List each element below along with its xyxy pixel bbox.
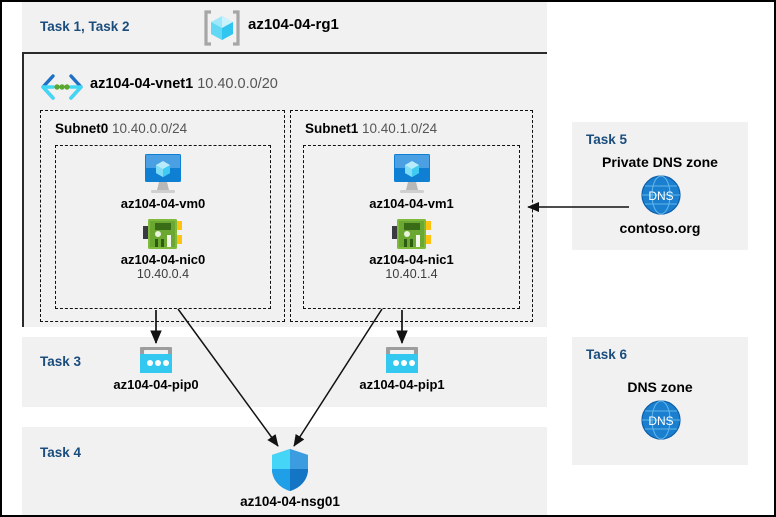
private-dns-zone-title: Private DNS zone <box>602 154 718 170</box>
virtual-network-title: az104-04-vnet1 10.40.0.0/20 <box>90 76 278 92</box>
network-interface-icon <box>391 219 431 249</box>
task6-panel: Task 6 DNS zone DNS <box>572 337 748 465</box>
subnet-0-cidr: 10.40.0.0/24 <box>112 121 188 136</box>
svg-text:DNS: DNS <box>648 189 673 203</box>
public-ip-node-1: az104-04-pip1 <box>342 345 462 392</box>
nsg-label: az104-04-nsg01 <box>240 494 340 509</box>
nic-0-label: az104-04-nic0 <box>120 252 206 267</box>
vm-node-1: az104-04-vm1 <box>304 152 519 211</box>
task-label-5: Task 5 <box>586 132 628 147</box>
subnet-1-title: Subnet1 10.40.1.0/24 <box>305 121 437 136</box>
nic-1-ip: 10.40.1.4 <box>385 267 438 281</box>
subnet-0-resources: az104-04-vm0 az104-04-nic0 10.40.0.4 <box>55 145 271 309</box>
subnet-1: Subnet1 10.40.1.0/24 az104-04-vm1 <box>290 110 533 322</box>
network-security-group-shield-icon <box>272 449 308 491</box>
network-interface-icon <box>143 219 182 249</box>
private-dns-zone-name: contoso.org <box>619 220 701 236</box>
task3-band: Task 3 <box>22 337 547 407</box>
svg-text:DNS: DNS <box>648 414 673 428</box>
pip-0-label: az104-04-pip0 <box>113 377 199 392</box>
resource-group-band: Task 1, Task 2 <box>22 2 547 52</box>
nic-node-1: az104-04-nic1 10.40.1.4 <box>304 216 519 282</box>
subnet-0-title: Subnet0 10.40.0.0/24 <box>55 121 187 136</box>
vm-1-label: az104-04-vm1 <box>369 196 454 211</box>
nic-1-label: az104-04-nic1 <box>369 252 454 267</box>
subnet-1-name: Subnet1 <box>305 121 359 136</box>
task-label-6: Task 6 <box>586 347 628 362</box>
public-ip-address-icon <box>386 347 418 373</box>
public-ip-node-0: az104-04-pip0 <box>96 345 216 392</box>
task-label-3: Task 3 <box>40 354 82 369</box>
nic-0-ip: 10.40.0.4 <box>136 267 190 281</box>
task-label-1-2: Task 1, Task 2 <box>40 19 130 34</box>
dns-globe-icon: DNS <box>641 175 681 215</box>
pip-1-label: az104-04-pip1 <box>359 377 445 392</box>
subnet-0-name: Subnet0 <box>55 121 109 136</box>
dns-zone-title: DNS zone <box>627 379 693 395</box>
subnet-1-cidr: 10.40.1.0/24 <box>362 121 438 136</box>
subnet-1-resources: az104-04-vm1 az104-04-nic1 10.40.1.4 <box>303 145 520 309</box>
nic-node-0: az104-04-nic0 10.40.0.4 <box>56 216 270 282</box>
virtual-machine-icon <box>145 154 181 193</box>
virtual-machine-icon <box>393 154 430 193</box>
task5-panel: Task 5 Private DNS zone DNS contoso.org <box>572 122 748 250</box>
vnet-cidr: 10.40.0.0/20 <box>197 76 278 92</box>
task-label-4: Task 4 <box>40 445 82 460</box>
resource-group-cube-icon <box>202 9 242 47</box>
subnet-0: Subnet0 10.40.0.0/24 az104-04-vm0 <box>40 110 285 322</box>
vnet-name: az104-04-vnet1 <box>90 76 194 92</box>
vm-node-0: az104-04-vm0 <box>56 152 270 211</box>
network-security-group-node: az104-04-nsg01 <box>230 447 350 509</box>
vm-0-label: az104-04-vm0 <box>120 196 206 211</box>
public-ip-address-icon <box>140 347 172 373</box>
dns-globe-icon: DNS <box>641 400 681 440</box>
virtual-network-icon <box>40 73 84 101</box>
resource-group-name: az104-04-rg1 <box>248 16 339 33</box>
